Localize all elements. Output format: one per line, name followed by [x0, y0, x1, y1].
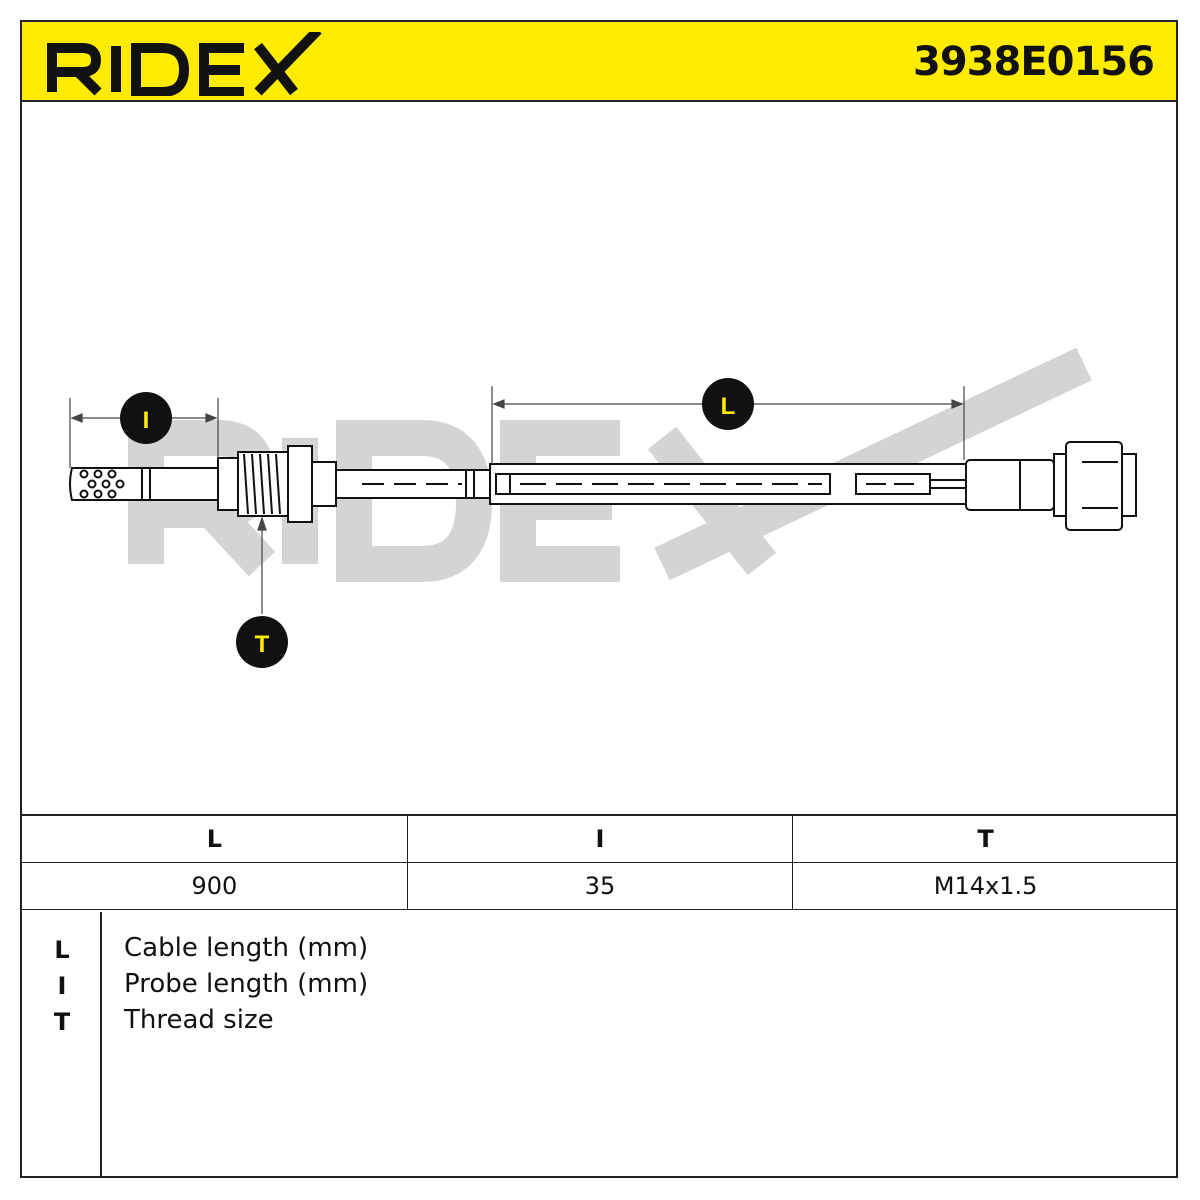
probe-holes — [79, 469, 125, 499]
spec-header-cable: L — [22, 814, 408, 863]
connector-plug — [965, 441, 1137, 531]
callout-probe-circle — [120, 392, 172, 444]
spec-table: L I T 900 35 M14x1.5 — [22, 814, 1176, 910]
legend-key-cable: L — [54, 936, 70, 964]
callout-probe-label: I — [143, 407, 150, 434]
legend: L I T Cable length (mm) Probe length (mm… — [22, 912, 1176, 1176]
spec-header-thread: T — [792, 814, 1176, 863]
spec-value-cable: 900 — [22, 862, 408, 910]
probe-tip — [69, 467, 219, 501]
legend-keys-column: L I T — [22, 912, 102, 1176]
callout-cable-circle — [702, 378, 754, 430]
callout-thread-circle — [236, 616, 288, 668]
callout-cable-label: L — [721, 393, 736, 420]
header-bar: 3938E0156 — [22, 22, 1176, 102]
ridex-logo — [47, 32, 322, 96]
legend-desc-thread: Thread size — [124, 1005, 274, 1035]
callout-thread-label: T — [255, 631, 270, 658]
sensor-drawing: I L T — [69, 347, 1137, 668]
legend-desc-cable: Cable length (mm) — [124, 933, 369, 963]
legend-key-thread: T — [53, 1008, 71, 1036]
spec-value-probe: 35 — [406, 862, 794, 910]
spec-header-probe: I — [406, 814, 794, 863]
part-number: 3938E0156 — [913, 39, 1155, 85]
cable-sheath — [489, 463, 967, 505]
sensor-tube — [335, 469, 497, 499]
thread-body — [217, 445, 337, 523]
thread-leader — [257, 516, 267, 614]
spec-value-row: 900 35 M14x1.5 — [22, 862, 1176, 910]
spec-value-thread: M14x1.5 — [792, 862, 1176, 910]
spec-header-row: L I T — [22, 814, 1176, 863]
legend-desc-probe: Probe length (mm) — [124, 969, 369, 999]
drawing-sheet: 3938E0156 — [20, 20, 1178, 1178]
legend-key-probe: I — [57, 972, 67, 1000]
